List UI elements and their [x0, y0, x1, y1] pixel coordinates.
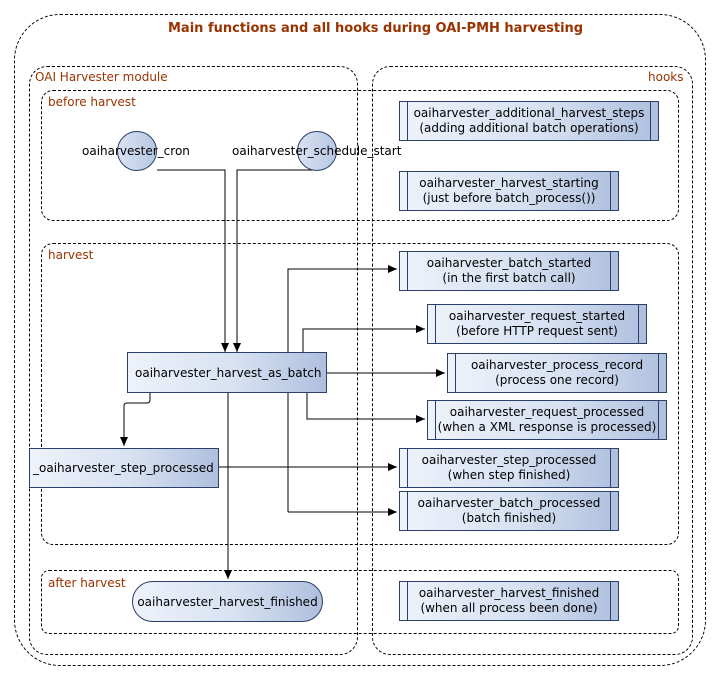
harvest-finished-function-label: oaiharvester_harvest_finished — [137, 594, 318, 609]
edge-schedule-to-batch — [233, 169, 317, 352]
edge-to-request-started — [302, 325, 425, 352]
before-harvest-group — [41, 90, 679, 221]
hook-name: oaiharvester_additional_harvest_steps — [413, 106, 645, 120]
hooks-group — [372, 66, 693, 655]
hook-name: oaiharvester_request_processed — [449, 405, 645, 419]
schedule-start-label: oaiharvester_schedule_start — [232, 144, 402, 158]
hook-name: oaiharvester_harvest_starting — [419, 176, 599, 190]
hook-name: oaiharvester_process_record — [470, 358, 644, 372]
after-harvest-group — [41, 570, 679, 634]
hook-name: oaiharvester_batch_started — [426, 256, 592, 270]
hook-desc: (when all process been done) — [420, 601, 598, 615]
diagram-title: Main functions and all hooks during OAI-… — [168, 21, 584, 36]
cron-trigger-circle — [117, 131, 157, 171]
after-harvest-label: after harvest — [48, 576, 126, 590]
outer-frame — [14, 14, 706, 666]
hook-name: oaiharvester_request_started — [448, 309, 626, 323]
hook-harvest-starting: oaiharvester_harvest_starting (just befo… — [399, 171, 619, 211]
hook-harvest-finished: oaiharvester_harvest_finished (when all … — [399, 581, 619, 621]
harvest-label: harvest — [48, 248, 94, 262]
hook-request-started: oaiharvester_request_started (before HTT… — [427, 304, 647, 344]
hook-batch-started: oaiharvester_batch_started (in the first… — [399, 251, 619, 291]
step-processed-function-box: _oaiharvester_step_processed — [29, 448, 219, 488]
hook-desc: (process one record) — [495, 373, 619, 387]
hook-request-processed: oaiharvester_request_processed (when a X… — [427, 400, 667, 440]
module-group-label: OAI Harvester module — [35, 70, 168, 84]
harvest-as-batch-label: oaiharvester_harvest_as_batch — [135, 365, 322, 380]
step-processed-function-label: _oaiharvester_step_processed — [33, 461, 214, 475]
edge-batch-to-step-fn — [120, 393, 151, 446]
hook-desc: (in the first batch call) — [442, 271, 576, 285]
harvest-as-batch-box: oaiharvester_harvest_as_batch — [127, 352, 327, 393]
hook-step-processed: oaiharvester_step_processed (when step f… — [399, 448, 619, 488]
hook-desc: (just before batch_process()) — [422, 191, 596, 205]
hook-batch-processed: oaiharvester_batch_processed (batch fini… — [399, 491, 619, 531]
hooks-group-label: hooks — [648, 70, 684, 84]
hook-desc: (when step finished) — [447, 468, 571, 482]
before-harvest-label: before harvest — [48, 95, 136, 109]
cron-label: oaiharvester_cron — [82, 144, 190, 158]
schedule-start-trigger-circle — [297, 131, 337, 171]
hook-process-record: oaiharvester_process_record (process one… — [447, 353, 667, 393]
hook-desc: (before HTTP request sent) — [456, 324, 618, 338]
edge-to-batch-started — [287, 265, 397, 512]
edge-cron-to-batch — [157, 169, 229, 352]
hook-additional-harvest-steps: oaiharvester_additional_harvest_steps (a… — [399, 101, 659, 141]
harvest-group — [41, 243, 679, 545]
hook-desc: (batch finished) — [461, 511, 557, 525]
hook-desc: (when a XML response is processed) — [437, 420, 657, 434]
harvest-finished-terminator: oaiharvester_harvest_finished — [132, 581, 323, 622]
hook-name: oaiharvester_step_processed — [421, 453, 597, 467]
edge-to-request-processed — [306, 393, 425, 423]
hook-name: oaiharvester_harvest_finished — [418, 586, 600, 600]
module-group — [29, 66, 358, 655]
hook-name: oaiharvester_batch_processed — [417, 496, 601, 510]
hook-desc: (adding additional batch operations) — [419, 121, 639, 135]
